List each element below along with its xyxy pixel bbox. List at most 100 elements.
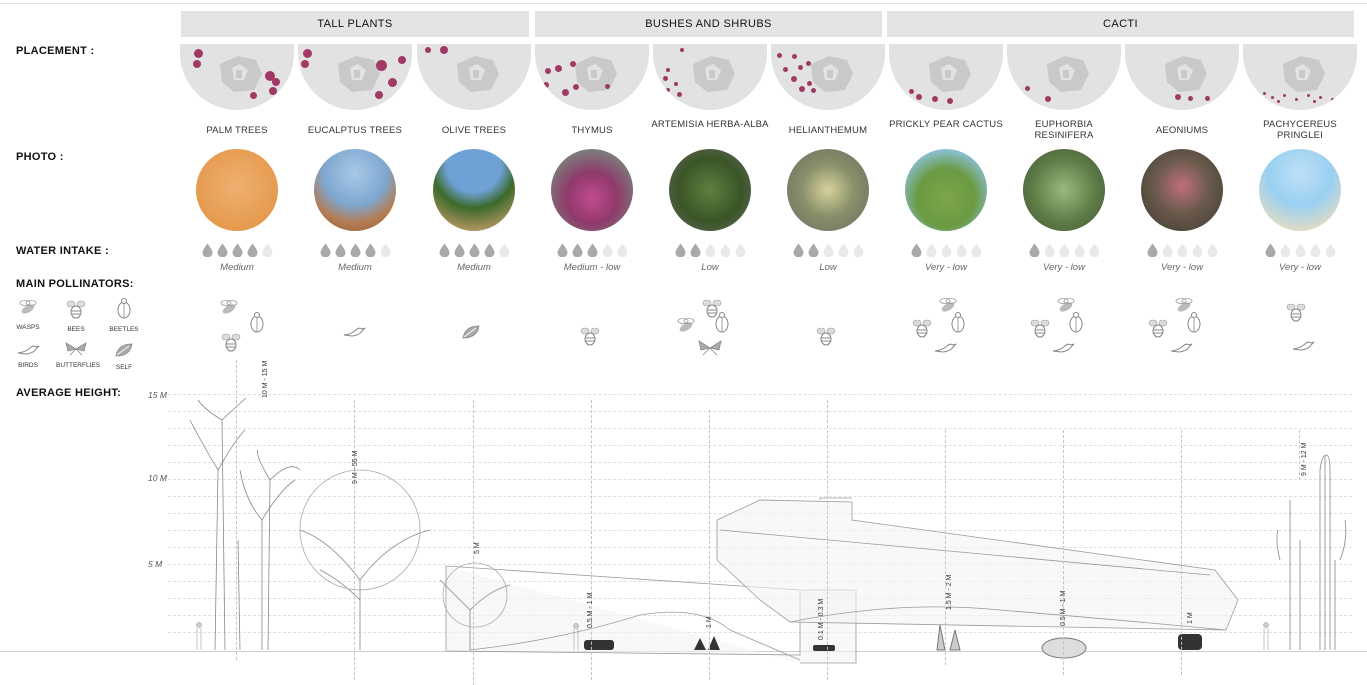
water-intake-label: WATER INTAKE : <box>16 245 110 257</box>
water-intake-value: Medium <box>457 262 491 273</box>
placement-dot <box>398 56 406 64</box>
placement-dot <box>811 88 816 93</box>
water-drops <box>887 243 1005 262</box>
placement-dot <box>674 82 678 86</box>
placement-dot <box>272 78 280 86</box>
building-plan-icon <box>1047 56 1089 92</box>
building-plan-icon <box>1283 56 1325 92</box>
water-drop-icon <box>705 243 716 262</box>
water-intake-value: Medium <box>338 262 372 273</box>
water-drop-icon <box>808 243 819 262</box>
thymus-photo <box>551 149 633 231</box>
building-plan-icon <box>811 56 853 92</box>
building-plan-icon <box>693 56 735 92</box>
water-drop-icon <box>1147 243 1158 262</box>
water-drop-icon <box>380 243 391 262</box>
placement-dot <box>907 99 912 104</box>
y-tick-5: 5 M <box>148 559 163 569</box>
water-drop-icon <box>1207 243 1218 262</box>
placement-map <box>771 44 885 110</box>
placement-dot <box>1205 96 1210 101</box>
bird-icon <box>933 340 957 359</box>
water-drop-icon <box>439 243 450 262</box>
height-guide-line <box>827 400 828 680</box>
water-drop-icon <box>350 243 361 262</box>
placement-dot <box>1307 94 1310 97</box>
beetle-icon <box>713 310 731 339</box>
water-drop-icon <box>838 243 849 262</box>
height-guide-line <box>945 430 946 665</box>
water-intake-value: Very - low <box>925 262 967 273</box>
height-guide-line <box>354 400 355 680</box>
water-drop-icon <box>262 243 273 262</box>
placement-dot <box>1271 96 1274 99</box>
water-drop-icon <box>320 243 331 262</box>
plant-name: EUCALPTUS TREES <box>307 125 403 136</box>
placement-dot <box>425 47 431 53</box>
beetle-icon <box>117 298 131 319</box>
height-value-label: 0.5 M - 1 M <box>1060 590 1067 626</box>
placement-dot <box>193 60 201 68</box>
building-plan-icon <box>220 56 262 92</box>
plant-name: PALM TREES <box>206 125 268 136</box>
plant-name: THYMUS <box>571 125 613 136</box>
water-drop-icon <box>1192 243 1203 262</box>
water-drop-icon <box>911 243 922 262</box>
water-drops <box>533 243 651 262</box>
placement-dot <box>677 92 682 97</box>
height-value-label: 5 M <box>474 542 481 554</box>
water-drop-icon <box>1280 243 1291 262</box>
water-drop-icon <box>484 243 495 262</box>
aeonium-photo <box>1141 149 1223 231</box>
water-drop-icon <box>956 243 967 262</box>
bee-icon <box>66 300 86 319</box>
height-value-label: 1 M <box>706 616 713 628</box>
plant-name: AEONIUMS <box>1155 125 1209 136</box>
water-drop-icon <box>557 243 568 262</box>
beetle-icon <box>1067 310 1085 339</box>
water-drop-icon <box>572 243 583 262</box>
placement-map <box>417 44 531 110</box>
plant-name: EUPHORBIA RESINIFERA <box>1034 119 1094 141</box>
height-value-label: 9 M - 12 M <box>1301 442 1308 476</box>
beetle-icon <box>248 310 266 339</box>
legend-label: BUTTERFLIES <box>56 362 101 369</box>
height-value-label: 1 M <box>1187 612 1194 624</box>
placement-dot <box>791 76 797 82</box>
water-drop-icon <box>853 243 864 262</box>
euphorbia-photo <box>1023 149 1105 231</box>
water-drop-icon <box>617 243 628 262</box>
legend-bees: BEES <box>56 298 96 333</box>
bee-icon <box>1147 316 1169 345</box>
legend-label: BIRDS <box>18 362 38 369</box>
water-drop-icon <box>499 243 510 262</box>
placement-map <box>653 44 767 110</box>
placement-dot <box>1020 94 1026 100</box>
group-header-cacti: CACTI <box>887 11 1354 37</box>
placement-dot <box>947 98 953 104</box>
wasp-icon <box>1055 296 1077 321</box>
building-plan-icon <box>1165 56 1207 92</box>
prickly-pear-photo <box>905 149 987 231</box>
placement-dot <box>573 84 579 90</box>
water-drop-icon <box>217 243 228 262</box>
water-drop-icon <box>1265 243 1276 262</box>
placement-dot <box>545 68 551 74</box>
water-intake-value: Very - low <box>1279 262 1321 273</box>
height-guide-line <box>236 360 237 660</box>
bird-icon <box>1291 338 1315 357</box>
water-drop-icon <box>926 243 937 262</box>
bird-icon <box>1169 340 1193 359</box>
water-drop-icon <box>247 243 258 262</box>
water-drop-icon <box>587 243 598 262</box>
height-guide-line <box>473 400 474 685</box>
placement-dot <box>799 86 805 92</box>
placement-dot <box>1277 100 1280 103</box>
legend-wasps: WASPS <box>8 298 48 331</box>
placement-dot <box>265 71 275 81</box>
